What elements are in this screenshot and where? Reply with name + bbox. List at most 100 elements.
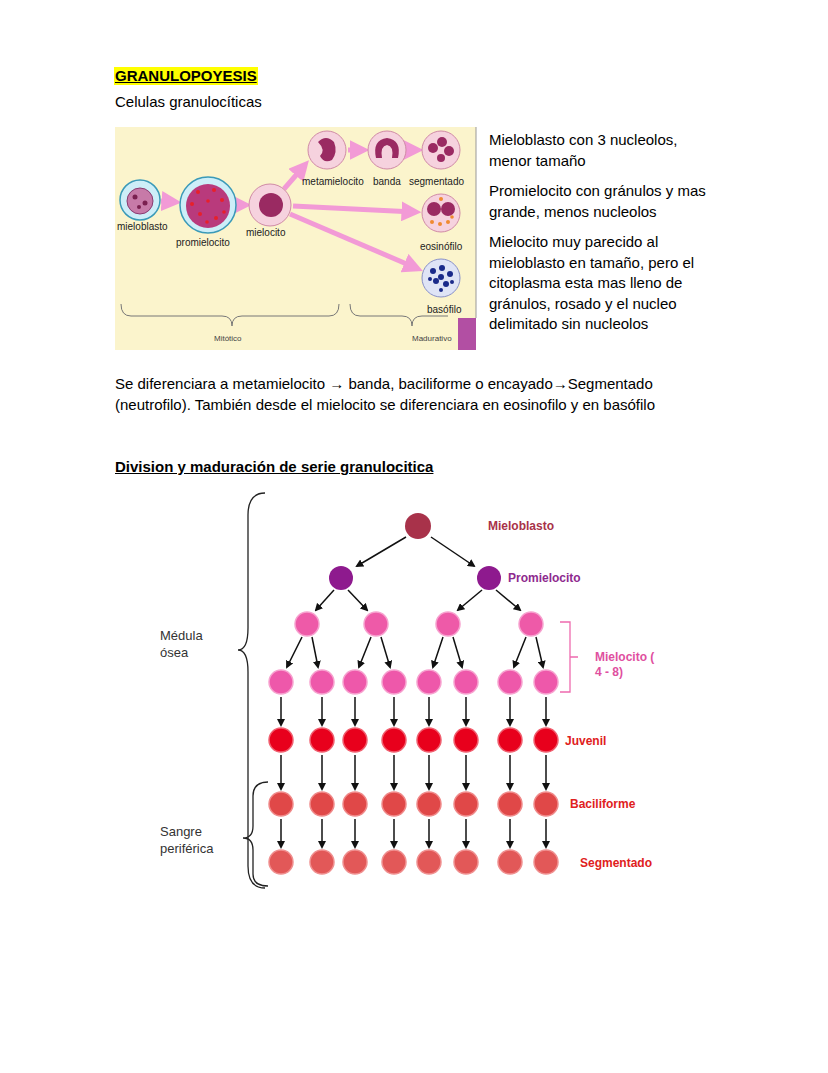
panel-ground xyxy=(115,127,476,350)
arrow xyxy=(354,819,356,847)
myelocyte-circle xyxy=(534,670,558,694)
arrow xyxy=(321,819,323,847)
phase-label: Mitótico xyxy=(214,334,242,344)
arrow xyxy=(465,755,467,789)
eosinophil-cell xyxy=(422,194,460,232)
cell-label: metamielocito xyxy=(302,176,364,188)
band-circle xyxy=(269,792,293,816)
promyelocyte-circle xyxy=(329,566,353,590)
arrow xyxy=(428,819,430,847)
page-title: GRANULOPOYESIS xyxy=(114,67,258,85)
arrow xyxy=(321,755,323,789)
band-circle xyxy=(454,792,478,816)
cell-label: segmentado xyxy=(409,176,464,188)
arrow xyxy=(545,819,547,847)
juvenile-circle xyxy=(498,728,522,752)
juvenile-circle xyxy=(454,728,478,752)
juvenile-circle xyxy=(417,728,441,752)
segmented-cell xyxy=(422,131,460,169)
juvenile-circle xyxy=(310,728,334,752)
segmented-circle xyxy=(343,850,367,874)
myelocyte-circles xyxy=(295,612,543,636)
cell-label: mielocito xyxy=(246,227,285,239)
description-text: Mielocito muy parecido al mieloblasto en… xyxy=(489,232,721,335)
subtitle: Celulas granulocíticas xyxy=(115,92,262,113)
myelocyte-circle xyxy=(417,670,441,694)
arrow xyxy=(280,755,282,789)
juvenile-circle xyxy=(269,728,293,752)
juvenile-circle xyxy=(534,728,558,752)
stage-label: Baciliforme xyxy=(570,797,635,812)
segmented-circle xyxy=(417,850,441,874)
cell-label: promielocito xyxy=(176,237,230,249)
description-text: Promielocito con gránulos y mas grande, … xyxy=(489,181,721,222)
band-circle xyxy=(417,792,441,816)
panel-edge xyxy=(476,127,477,318)
cell-label: basófilo xyxy=(427,304,461,316)
phase-bracket xyxy=(121,304,339,326)
arrow xyxy=(509,819,511,847)
stage-label: Juvenil xyxy=(565,734,606,749)
myeloblast-circle xyxy=(405,513,431,539)
group-bracket xyxy=(560,622,578,692)
maturation-arrows xyxy=(161,150,416,268)
myelocyte-circle xyxy=(382,670,406,694)
band-cell xyxy=(368,131,406,169)
arrow xyxy=(428,755,430,789)
myelocyte-circle xyxy=(269,670,293,694)
arrow xyxy=(428,697,430,725)
myelocyte-circle xyxy=(454,670,478,694)
band-circle xyxy=(534,792,558,816)
cell-label: banda xyxy=(373,176,401,188)
phase-label: Madurativo xyxy=(412,334,452,344)
arrow xyxy=(280,819,282,847)
arrow xyxy=(354,697,356,725)
arrow xyxy=(509,755,511,789)
body-text: Se diferenciara a metamielocito → banda,… xyxy=(115,374,727,415)
juvenile-circle xyxy=(382,728,406,752)
arrow xyxy=(280,697,282,725)
myeloblast-cell xyxy=(120,180,160,220)
metamyelocyte-cell xyxy=(308,131,346,169)
band-circle xyxy=(382,792,406,816)
arrow xyxy=(393,697,395,725)
band-circle xyxy=(343,792,367,816)
region-label: Médula ósea xyxy=(160,627,216,661)
stage-label: Mielocito ( 4 - 8) xyxy=(595,650,661,680)
myelocyte-cell xyxy=(249,184,291,226)
segmented-circle xyxy=(269,850,293,874)
maturation-arrows xyxy=(281,697,546,847)
stage-label: Promielocito xyxy=(508,571,581,586)
arrow xyxy=(545,755,547,789)
division-arrows xyxy=(287,537,543,667)
arrow xyxy=(354,755,356,789)
region-brace xyxy=(238,493,265,888)
promyelocyte-circle xyxy=(477,566,501,590)
stage-label: Mieloblasto xyxy=(488,519,554,534)
region-brace xyxy=(243,782,268,886)
band-circle xyxy=(310,792,334,816)
arrow xyxy=(393,819,395,847)
description-text: Mieloblasto con 3 nucleolos, menor tamañ… xyxy=(489,130,721,171)
section-heading: Division y maduración de serie granuloci… xyxy=(115,458,433,476)
myelocyte-circle xyxy=(310,670,334,694)
segmented-circle xyxy=(382,850,406,874)
segmented-circle xyxy=(454,850,478,874)
cell-label: mieloblasto xyxy=(117,221,168,233)
arrow xyxy=(509,697,511,725)
segmented-circle xyxy=(534,850,558,874)
panel-block xyxy=(458,318,476,350)
stage-label: Segmentado xyxy=(580,856,652,871)
arrow xyxy=(545,697,547,725)
cell-label: eosinófilo xyxy=(420,241,462,253)
arrow xyxy=(465,819,467,847)
segmented-circle xyxy=(310,850,334,874)
region-label: Sangre periférica xyxy=(160,823,226,857)
basophil-cell xyxy=(422,259,460,297)
myelocyte-circle xyxy=(343,670,367,694)
promyelocyte-cell xyxy=(180,177,236,233)
segmented-circle xyxy=(498,850,522,874)
arrow xyxy=(465,697,467,725)
arrow xyxy=(321,697,323,725)
